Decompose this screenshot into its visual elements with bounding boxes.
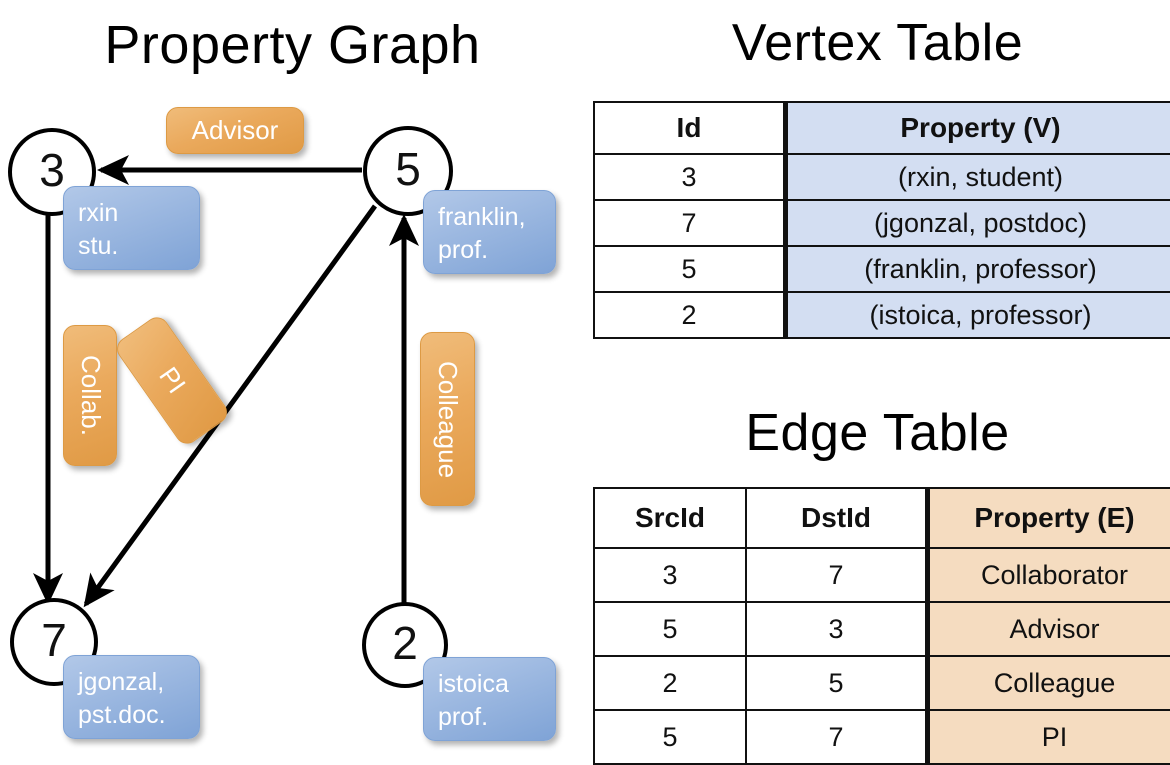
edge-cell-property: Advisor <box>928 602 1170 656</box>
vertex-cell-property: (istoica, professor) <box>786 292 1170 338</box>
edge-table-col-dstid: DstId <box>746 488 928 548</box>
edge-table: SrcId DstId Property (E) 3 7 Collaborato… <box>593 487 1170 765</box>
edge-label-collab: Collab. <box>63 325 117 466</box>
vertex-property-box-5: franklin, prof. <box>423 190 556 274</box>
vertex-table: Id Property (V) 3 (rxin, student) 7 (jgo… <box>593 101 1170 339</box>
table-row: 3 7 Collaborator <box>594 548 1170 602</box>
edge-table-header-row: SrcId DstId Property (E) <box>594 488 1170 548</box>
page-title-edge-table: Edge Table <box>585 398 1170 468</box>
vertex-property-5-line1: franklin, <box>438 201 541 234</box>
vertex-property-3-line1: rxin <box>78 197 185 230</box>
table-row: 2 5 Colleague <box>594 656 1170 710</box>
vertex-table-col-id: Id <box>594 102 786 154</box>
edge-label-colleague-text: Colleague <box>432 360 463 477</box>
vertex-cell-id: 5 <box>594 246 786 292</box>
edge-cell-property: PI <box>928 710 1170 764</box>
graph-node-2-label: 2 <box>392 620 418 666</box>
vertex-property-box-7: jgonzal, pst.doc. <box>63 655 200 739</box>
edge-label-advisor: Advisor <box>166 107 304 154</box>
edge-label-collab-text: Collab. <box>75 355 106 436</box>
vertex-property-2-line2: prof. <box>438 701 541 734</box>
table-row: 2 (istoica, professor) <box>594 292 1170 338</box>
vertex-property-box-2: istoica prof. <box>423 657 556 741</box>
vertex-property-7-line1: jgonzal, <box>78 666 185 699</box>
graph-node-3-label: 3 <box>39 147 65 193</box>
edge-table-col-srcid: SrcId <box>594 488 746 548</box>
edge-label-advisor-text: Advisor <box>192 115 279 146</box>
table-row: 5 7 PI <box>594 710 1170 764</box>
edge-cell-dst: 3 <box>746 602 928 656</box>
edge-cell-property: Colleague <box>928 656 1170 710</box>
vertex-cell-property: (rxin, student) <box>786 154 1170 200</box>
edge-table-col-property: Property (E) <box>928 488 1170 548</box>
graph-node-5-label: 5 <box>395 146 421 192</box>
edge-cell-src: 5 <box>594 602 746 656</box>
edge-cell-dst: 7 <box>746 710 928 764</box>
vertex-property-7-line2: pst.doc. <box>78 699 185 732</box>
edge-label-colleague: Colleague <box>420 332 475 506</box>
vertex-property-5-line2: prof. <box>438 234 541 267</box>
vertex-property-box-3: rxin stu. <box>63 186 200 270</box>
edge-label-pi-text: PI <box>152 362 191 400</box>
table-row: 5 (franklin, professor) <box>594 246 1170 292</box>
vertex-table-header-row: Id Property (V) <box>594 102 1170 154</box>
edge-cell-src: 3 <box>594 548 746 602</box>
vertex-cell-property: (jgonzal, postdoc) <box>786 200 1170 246</box>
vertex-cell-id: 3 <box>594 154 786 200</box>
edge-cell-src: 2 <box>594 656 746 710</box>
edge-cell-dst: 5 <box>746 656 928 710</box>
graph-node-7-label: 7 <box>41 617 67 663</box>
table-row: 7 (jgonzal, postdoc) <box>594 200 1170 246</box>
edge-cell-dst: 7 <box>746 548 928 602</box>
table-row: 3 (rxin, student) <box>594 154 1170 200</box>
vertex-cell-id: 7 <box>594 200 786 246</box>
table-row: 5 3 Advisor <box>594 602 1170 656</box>
edge-cell-src: 5 <box>594 710 746 764</box>
vertex-cell-property: (franklin, professor) <box>786 246 1170 292</box>
edge-cell-property: Collaborator <box>928 548 1170 602</box>
page-title-vertex-table: Vertex Table <box>585 8 1170 78</box>
vertex-property-2-line1: istoica <box>438 668 541 701</box>
vertex-table-col-property: Property (V) <box>786 102 1170 154</box>
vertex-property-3-line2: stu. <box>78 230 185 263</box>
vertex-cell-id: 2 <box>594 292 786 338</box>
